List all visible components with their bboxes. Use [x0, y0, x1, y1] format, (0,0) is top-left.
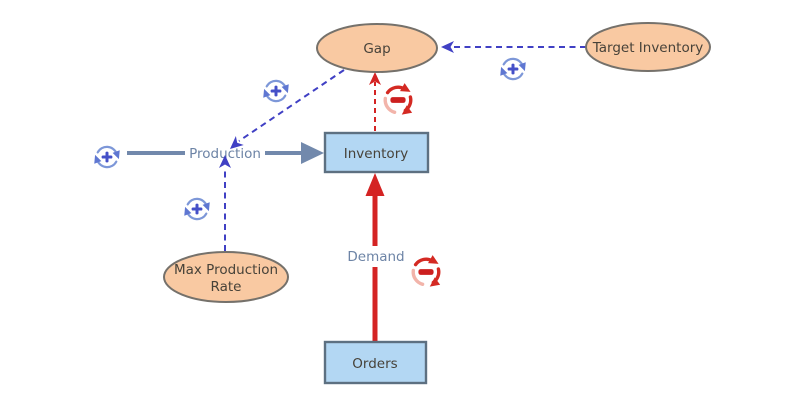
circular-arrow-plus-icon	[496, 57, 530, 81]
production-flow-arrowhead	[301, 142, 324, 164]
edge-gap-to-production	[226, 69, 345, 154]
demand-flow-arrowhead	[365, 173, 385, 196]
max-production-rate-label-line2: Rate	[211, 279, 242, 295]
circular-arrow-plus-icon	[90, 145, 124, 169]
gap-ellipse[interactable]	[316, 23, 438, 73]
node-max-production-rate[interactable]: Max Production Rate	[163, 251, 289, 303]
gap-label: Gap	[363, 41, 390, 57]
edge-max-production-rate-to-production	[219, 155, 231, 251]
production-label-bg	[185, 143, 265, 162]
target-inventory-ellipse[interactable]	[585, 22, 711, 72]
circular-arrow-minus-icon	[383, 81, 415, 121]
node-gap[interactable]: Gap	[316, 23, 438, 73]
arrowhead	[441, 41, 454, 53]
edge-inventory-to-gap	[369, 72, 381, 131]
max-production-rate-label-line1: Max Production	[174, 262, 278, 278]
orders-label: Orders	[352, 356, 397, 372]
circular-arrow-minus-icon	[411, 253, 443, 293]
edge-orders-to-inventory	[365, 173, 385, 342]
dashed-line	[238, 69, 345, 142]
inventory-box[interactable]	[323, 131, 430, 174]
demand-label-bg	[348, 246, 405, 267]
max-production-rate-ellipse[interactable]	[163, 251, 289, 303]
node-orders[interactable]: Orders	[323, 340, 428, 385]
node-inventory[interactable]: Inventory	[323, 131, 430, 174]
production-label: Production	[189, 146, 261, 162]
inventory-label: Inventory	[344, 146, 408, 162]
edge-target-inventory-to-gap	[441, 41, 586, 53]
circular-arrow-plus-icon	[259, 79, 293, 103]
circular-arrow-plus-icon	[180, 197, 214, 221]
demand-label: Demand	[347, 249, 404, 265]
orders-box[interactable]	[323, 340, 428, 385]
target-inventory-label: Target Inventory	[592, 40, 704, 56]
node-target-inventory[interactable]: Target Inventory	[585, 22, 711, 72]
